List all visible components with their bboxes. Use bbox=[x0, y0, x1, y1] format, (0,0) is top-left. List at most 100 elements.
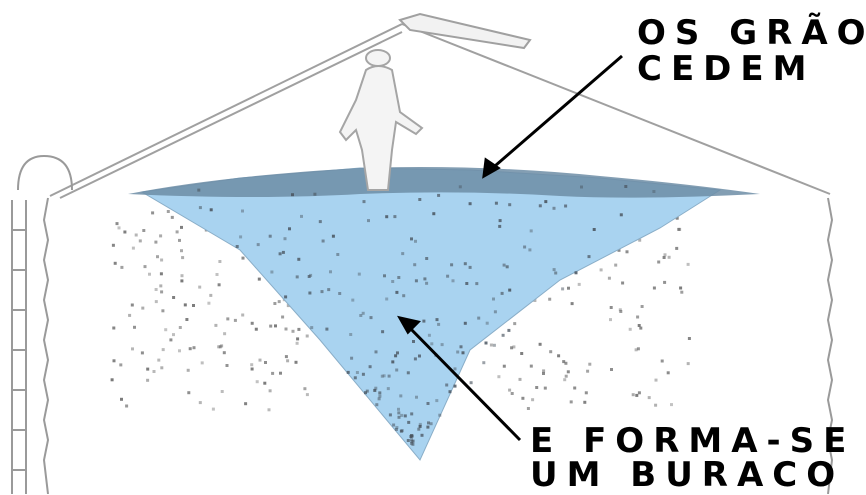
grain-dot bbox=[475, 282, 478, 285]
grain-dot bbox=[223, 351, 226, 354]
grain-dot bbox=[632, 393, 635, 396]
grain-dot bbox=[223, 332, 226, 335]
grain-dot bbox=[609, 318, 612, 321]
grain-dot bbox=[385, 298, 388, 301]
grain-dot bbox=[593, 228, 596, 231]
grain-dot bbox=[373, 389, 376, 392]
grain-dot bbox=[419, 425, 422, 428]
grain-dot bbox=[435, 399, 438, 402]
grain-dot bbox=[133, 326, 136, 329]
grain-dot bbox=[539, 343, 542, 346]
grain-dot bbox=[391, 360, 394, 363]
grain-dot bbox=[401, 429, 404, 432]
grain-dot bbox=[156, 255, 159, 258]
grain-dot bbox=[362, 373, 365, 376]
grain-dot bbox=[259, 359, 262, 362]
grain-dot bbox=[428, 334, 431, 337]
grain-dot bbox=[450, 263, 453, 266]
grain-dot bbox=[430, 342, 433, 345]
grain-dot bbox=[410, 237, 413, 240]
grain-dot bbox=[446, 275, 449, 278]
grain-dot bbox=[180, 279, 183, 282]
grain-dot bbox=[511, 392, 514, 395]
grain-dot bbox=[172, 333, 175, 336]
grain-dot bbox=[322, 240, 325, 243]
grain-dot bbox=[263, 382, 266, 385]
grain-dot bbox=[159, 234, 162, 237]
grain-dot bbox=[395, 291, 398, 294]
grain-dot bbox=[284, 237, 287, 240]
grain-dot bbox=[296, 342, 299, 345]
label-grains-yield-line2: CEDEM bbox=[637, 50, 815, 88]
grain-dot bbox=[354, 376, 357, 379]
grain-dot bbox=[296, 275, 299, 278]
grain-dot bbox=[157, 359, 160, 362]
grain-hole bbox=[142, 168, 720, 460]
grain-dot bbox=[401, 252, 404, 255]
grain-dot bbox=[141, 351, 144, 354]
grain-dot bbox=[383, 274, 386, 277]
grain-dot bbox=[209, 294, 212, 297]
grain-dot bbox=[362, 312, 365, 315]
grain-dot bbox=[131, 347, 134, 350]
grain-dot bbox=[391, 280, 394, 283]
grain-dot bbox=[441, 343, 444, 346]
grain-dot bbox=[412, 340, 415, 343]
grain-dot bbox=[687, 263, 690, 266]
grain-dot bbox=[369, 365, 372, 368]
grain-dot bbox=[452, 279, 455, 282]
grain-dot bbox=[189, 347, 192, 350]
grain-dot bbox=[570, 400, 573, 403]
grain-dot bbox=[411, 435, 414, 438]
grain-dot bbox=[535, 386, 538, 389]
grain-dot bbox=[495, 202, 498, 205]
grain-dot bbox=[226, 317, 229, 320]
grain-dot bbox=[112, 244, 115, 247]
grain-dot bbox=[437, 194, 440, 197]
grain-dot bbox=[383, 374, 386, 377]
grain-dot bbox=[375, 350, 378, 353]
grain-dot bbox=[184, 303, 187, 306]
grain-dot bbox=[146, 368, 149, 371]
grain-dot bbox=[160, 259, 163, 262]
grain-dot bbox=[221, 390, 224, 393]
grain-dot bbox=[571, 302, 574, 305]
grain-dot bbox=[164, 328, 167, 331]
grain-dot bbox=[392, 424, 395, 427]
grain-dot bbox=[469, 202, 472, 205]
grain-dot bbox=[586, 370, 589, 373]
grain-dot bbox=[521, 397, 524, 400]
grain-dot bbox=[456, 351, 459, 354]
grain-dot bbox=[396, 351, 399, 354]
grain-dot bbox=[661, 360, 664, 363]
grain-dot bbox=[477, 317, 480, 320]
grain-dot bbox=[460, 345, 463, 348]
grain-dot bbox=[300, 215, 303, 218]
grain-dot bbox=[388, 375, 391, 378]
grain-dot bbox=[677, 228, 680, 231]
grain-dot bbox=[214, 324, 217, 327]
grain-dot bbox=[554, 272, 557, 275]
grain-dot bbox=[291, 193, 294, 196]
grain-dot bbox=[638, 391, 641, 394]
grain-dot bbox=[178, 239, 181, 242]
grain-dot bbox=[539, 204, 542, 207]
grain-dot bbox=[296, 337, 299, 340]
grain-dot bbox=[325, 328, 328, 331]
grain-dot bbox=[498, 225, 501, 228]
label-grains-yield-line1: OS GRÃOS bbox=[637, 14, 866, 52]
grain-dot bbox=[172, 296, 175, 299]
grain-dot bbox=[675, 247, 678, 250]
grain-dot bbox=[155, 300, 158, 303]
grain-dot bbox=[519, 378, 522, 381]
grain-dot bbox=[414, 357, 417, 360]
grain-dot bbox=[610, 368, 613, 371]
grain-dot bbox=[242, 257, 245, 260]
grain-dot bbox=[321, 290, 324, 293]
grain-dot bbox=[393, 215, 396, 218]
grain-dot bbox=[423, 277, 426, 280]
grain-dot bbox=[123, 231, 126, 234]
grain-dot bbox=[128, 314, 131, 317]
grain-dot bbox=[288, 227, 291, 230]
grain-dot bbox=[178, 349, 181, 352]
